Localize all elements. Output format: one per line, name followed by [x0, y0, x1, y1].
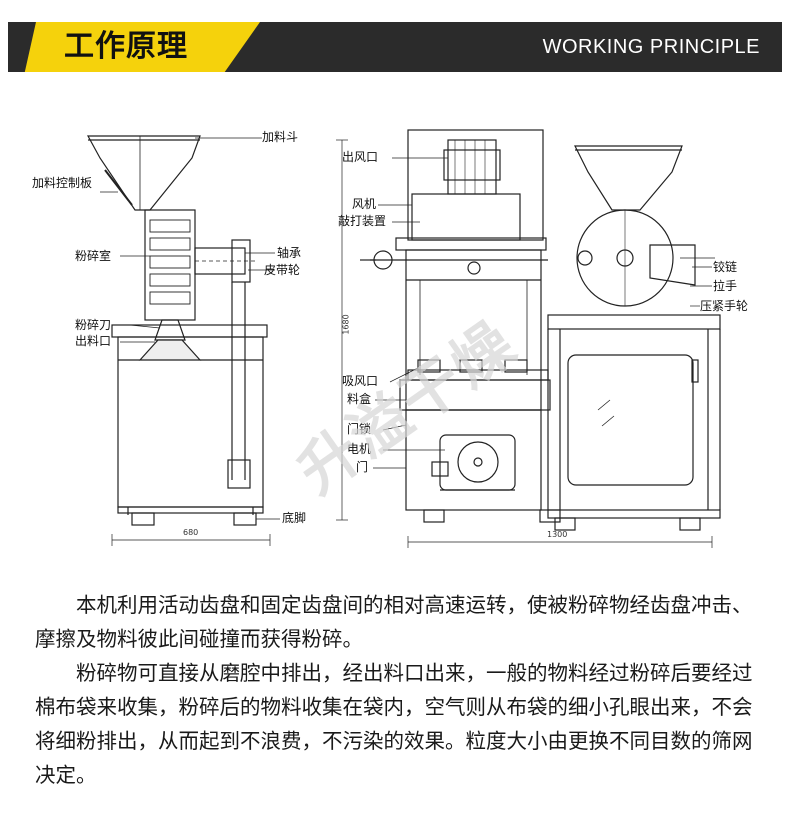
- left-view: [86, 135, 280, 546]
- description-paragraph-1: 本机利用活动齿盘和固定齿盘间的相对高速运转，使被粉碎物经齿盘冲击、摩擦及物料彼此…: [35, 593, 753, 651]
- label-door: 门: [356, 460, 369, 474]
- label-motor: 电机: [347, 442, 372, 456]
- description-text: 本机利用活动齿盘和固定齿盘间的相对高速运转，使被粉碎物经齿盘冲击、摩擦及物料彼此…: [35, 588, 765, 792]
- label-bearing: 轴承: [277, 246, 302, 260]
- label-beating-device: 敲打装置: [338, 214, 387, 228]
- label-base-feet: 底脚: [282, 511, 307, 525]
- label-feed-control-plate: 加料控制板: [32, 176, 93, 190]
- dimension-height: 1680: [341, 314, 351, 335]
- label-material-box: 料盒: [347, 392, 372, 406]
- label-belt-pulley: 皮带轮: [264, 263, 301, 277]
- center-view: [336, 129, 713, 548]
- description-paragraph-2: 粉碎物可直接从磨腔中排出，经出料口出来，一般的物料经过粉碎后要经过棉布袋来收集，…: [35, 661, 753, 787]
- label-discharge-port: 出料口: [75, 334, 112, 348]
- section-title-english: WORKING PRINCIPLE: [542, 36, 760, 58]
- label-air-outlet: 出风口: [342, 150, 379, 164]
- label-door-lock: 门锁: [347, 422, 372, 436]
- label-fan: 风机: [352, 197, 377, 211]
- label-pull-handle: 拉手: [713, 279, 738, 293]
- dimension-left-width: 680: [183, 528, 199, 537]
- label-crushing-blade: 粉碎刀: [75, 318, 112, 332]
- label-hinge: 铰链: [713, 260, 738, 274]
- label-hopper: 加料斗: [262, 130, 299, 144]
- section-title: 工作原理: [64, 29, 188, 64]
- label-air-inlet: 吸风口: [342, 374, 379, 388]
- machine-drawing: [86, 129, 721, 548]
- dimension-right-width: 1300: [547, 530, 568, 539]
- right-view: [547, 145, 721, 531]
- label-tightening-handwheel: 压紧手轮: [700, 299, 749, 313]
- section-header-yellow-tab: [8, 22, 260, 72]
- label-crushing-chamber: 粉碎室: [75, 249, 112, 263]
- machine-diagram: 加料斗 加料控制板 粉碎室 轴承 皮带轮 粉碎刀 出料口 底脚 680 出风口 …: [0, 110, 790, 560]
